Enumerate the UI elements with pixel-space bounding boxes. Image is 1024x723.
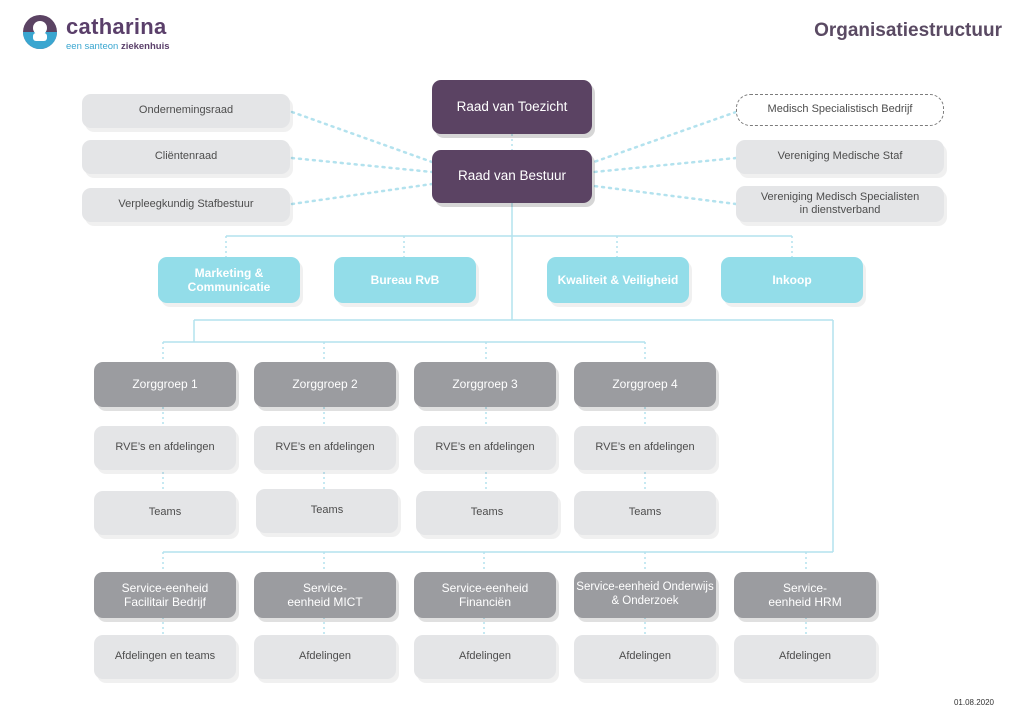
node-afdelingen-3[interactable]: Afdelingen — [414, 635, 556, 679]
date-stamp: 01.08.2020 — [953, 698, 994, 707]
node-zorggroep-1[interactable]: Zorggroep 1 — [94, 362, 236, 407]
node-marketing-communicatie[interactable]: Marketing & Communicatie — [158, 257, 300, 303]
node-service-hrm[interactable]: Service-eenheid HRM — [734, 572, 876, 618]
node-inkoop[interactable]: Inkoop — [721, 257, 863, 303]
logo-mark-icon — [23, 15, 57, 49]
node-afdelingen-5[interactable]: Afdelingen — [734, 635, 876, 679]
node-rve-afdelingen-3[interactable]: RVE’s en afdelingen — [414, 426, 556, 470]
node-rve-afdelingen-2[interactable]: RVE’s en afdelingen — [254, 426, 396, 470]
node-raad-van-toezicht[interactable]: Raad van Toezicht — [432, 80, 592, 134]
logo-wordmark: catharina — [66, 14, 167, 39]
node-bureau-rvb[interactable]: Bureau RvB — [334, 257, 476, 303]
page-title: Organisatiestructuur — [814, 20, 1002, 41]
node-teams-1[interactable]: Teams — [94, 491, 236, 535]
node-raad-van-bestuur[interactable]: Raad van Bestuur — [432, 150, 592, 203]
node-zorggroep-4[interactable]: Zorggroep 4 — [574, 362, 716, 407]
node-service-financien[interactable]: Service-eenheid Financiën — [414, 572, 556, 618]
node-vereniging-medisch-specialisten[interactable]: Vereniging Medisch Specialisten in diens… — [736, 186, 944, 222]
node-zorggroep-2[interactable]: Zorggroep 2 — [254, 362, 396, 407]
node-medisch-specialistisch-bedrijf[interactable]: Medisch Specialistisch Bedrijf — [736, 94, 944, 126]
node-verpleegkundig-stafbestuur[interactable]: Verpleegkundig Stafbestuur — [82, 188, 290, 222]
node-teams-3[interactable]: Teams — [416, 491, 558, 535]
node-afdelingen-2[interactable]: Afdelingen — [254, 635, 396, 679]
node-service-facilitair-bedrijf[interactable]: Service-eenheid Facilitair Bedrijf — [94, 572, 236, 618]
node-vereniging-medische-staf[interactable]: Vereniging Medische Staf — [736, 140, 944, 174]
node-service-mict[interactable]: Service-eenheid MICT — [254, 572, 396, 618]
node-rve-afdelingen-1[interactable]: RVE’s en afdelingen — [94, 426, 236, 470]
node-afdelingen-1[interactable]: Afdelingen en teams — [94, 635, 236, 679]
node-teams-4[interactable]: Teams — [574, 491, 716, 535]
node-zorggroep-3[interactable]: Zorggroep 3 — [414, 362, 556, 407]
node-service-onderwijs-onderzoek[interactable]: Service-eenheid Onderwijs & Onderzoek — [574, 572, 716, 618]
node-kwaliteit-veiligheid[interactable]: Kwaliteit & Veiligheid — [547, 257, 689, 303]
node-clientenraad[interactable]: Cliëntenraad — [82, 140, 290, 174]
node-ondernemingsraad[interactable]: Ondernemingsraad — [82, 94, 290, 128]
catharina-logo[interactable]: catharina een santeon ziekenhuis — [22, 14, 182, 54]
node-rve-afdelingen-4[interactable]: RVE’s en afdelingen — [574, 426, 716, 470]
node-teams-2[interactable]: Teams — [256, 489, 398, 533]
logo-tagline: een santeon ziekenhuis — [66, 41, 170, 52]
node-afdelingen-4[interactable]: Afdelingen — [574, 635, 716, 679]
